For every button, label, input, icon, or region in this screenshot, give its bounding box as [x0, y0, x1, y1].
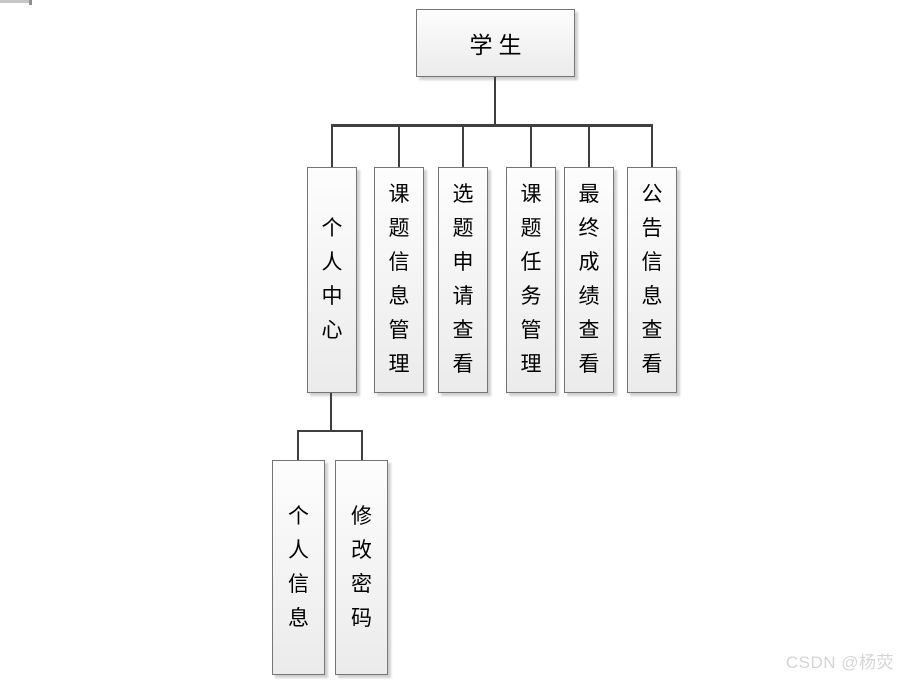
node-student-label: 学生 [469, 32, 528, 58]
node-personal-info: 个人信息 [272, 460, 325, 675]
node-personal-center: 个人中心 [307, 167, 357, 393]
connector-stub-personal-info [297, 430, 299, 460]
node-final-grade-view-label: 最终成绩查看 [578, 183, 600, 376]
scrollbar-artifact [0, 0, 31, 3]
connector-level3-hbar [297, 430, 363, 432]
node-change-password-label: 修改密码 [351, 504, 372, 630]
connector-stub-6 [651, 124, 653, 167]
node-final-grade-view: 最终成绩查看 [564, 167, 614, 393]
node-topic-task-management-label: 课题任务管理 [520, 183, 542, 376]
connector-stub-2 [398, 124, 400, 167]
node-change-password: 修改密码 [335, 460, 388, 675]
node-announcement-view-label: 公告信息查看 [641, 183, 663, 376]
connector-stub-5 [588, 124, 590, 167]
connector-stub-3 [462, 124, 464, 167]
node-announcement-view: 公告信息查看 [627, 167, 677, 393]
node-topic-application-view: 选题申请查看 [438, 167, 488, 393]
node-personal-info-label: 个人信息 [288, 504, 309, 630]
csdn-watermark: CSDN @杨荧 [785, 653, 894, 672]
connector-stub-change-password [361, 430, 363, 460]
connector-root-trunk [494, 77, 496, 126]
connector-personal-center-trunk [330, 393, 332, 431]
connector-stub-4 [530, 124, 532, 167]
scrollbar-artifact-thumb [29, 0, 32, 5]
node-topic-application-view-label: 选题申请查看 [452, 183, 474, 376]
connector-level2-hbar [331, 124, 653, 127]
node-personal-center-label: 个人中心 [321, 217, 343, 342]
node-topic-info-management-label: 课题信息管理 [388, 183, 410, 376]
connector-stub-1 [331, 124, 333, 167]
node-topic-info-management: 课题信息管理 [374, 167, 424, 393]
node-topic-task-management: 课题任务管理 [506, 167, 556, 393]
node-student: 学生 [416, 9, 575, 77]
